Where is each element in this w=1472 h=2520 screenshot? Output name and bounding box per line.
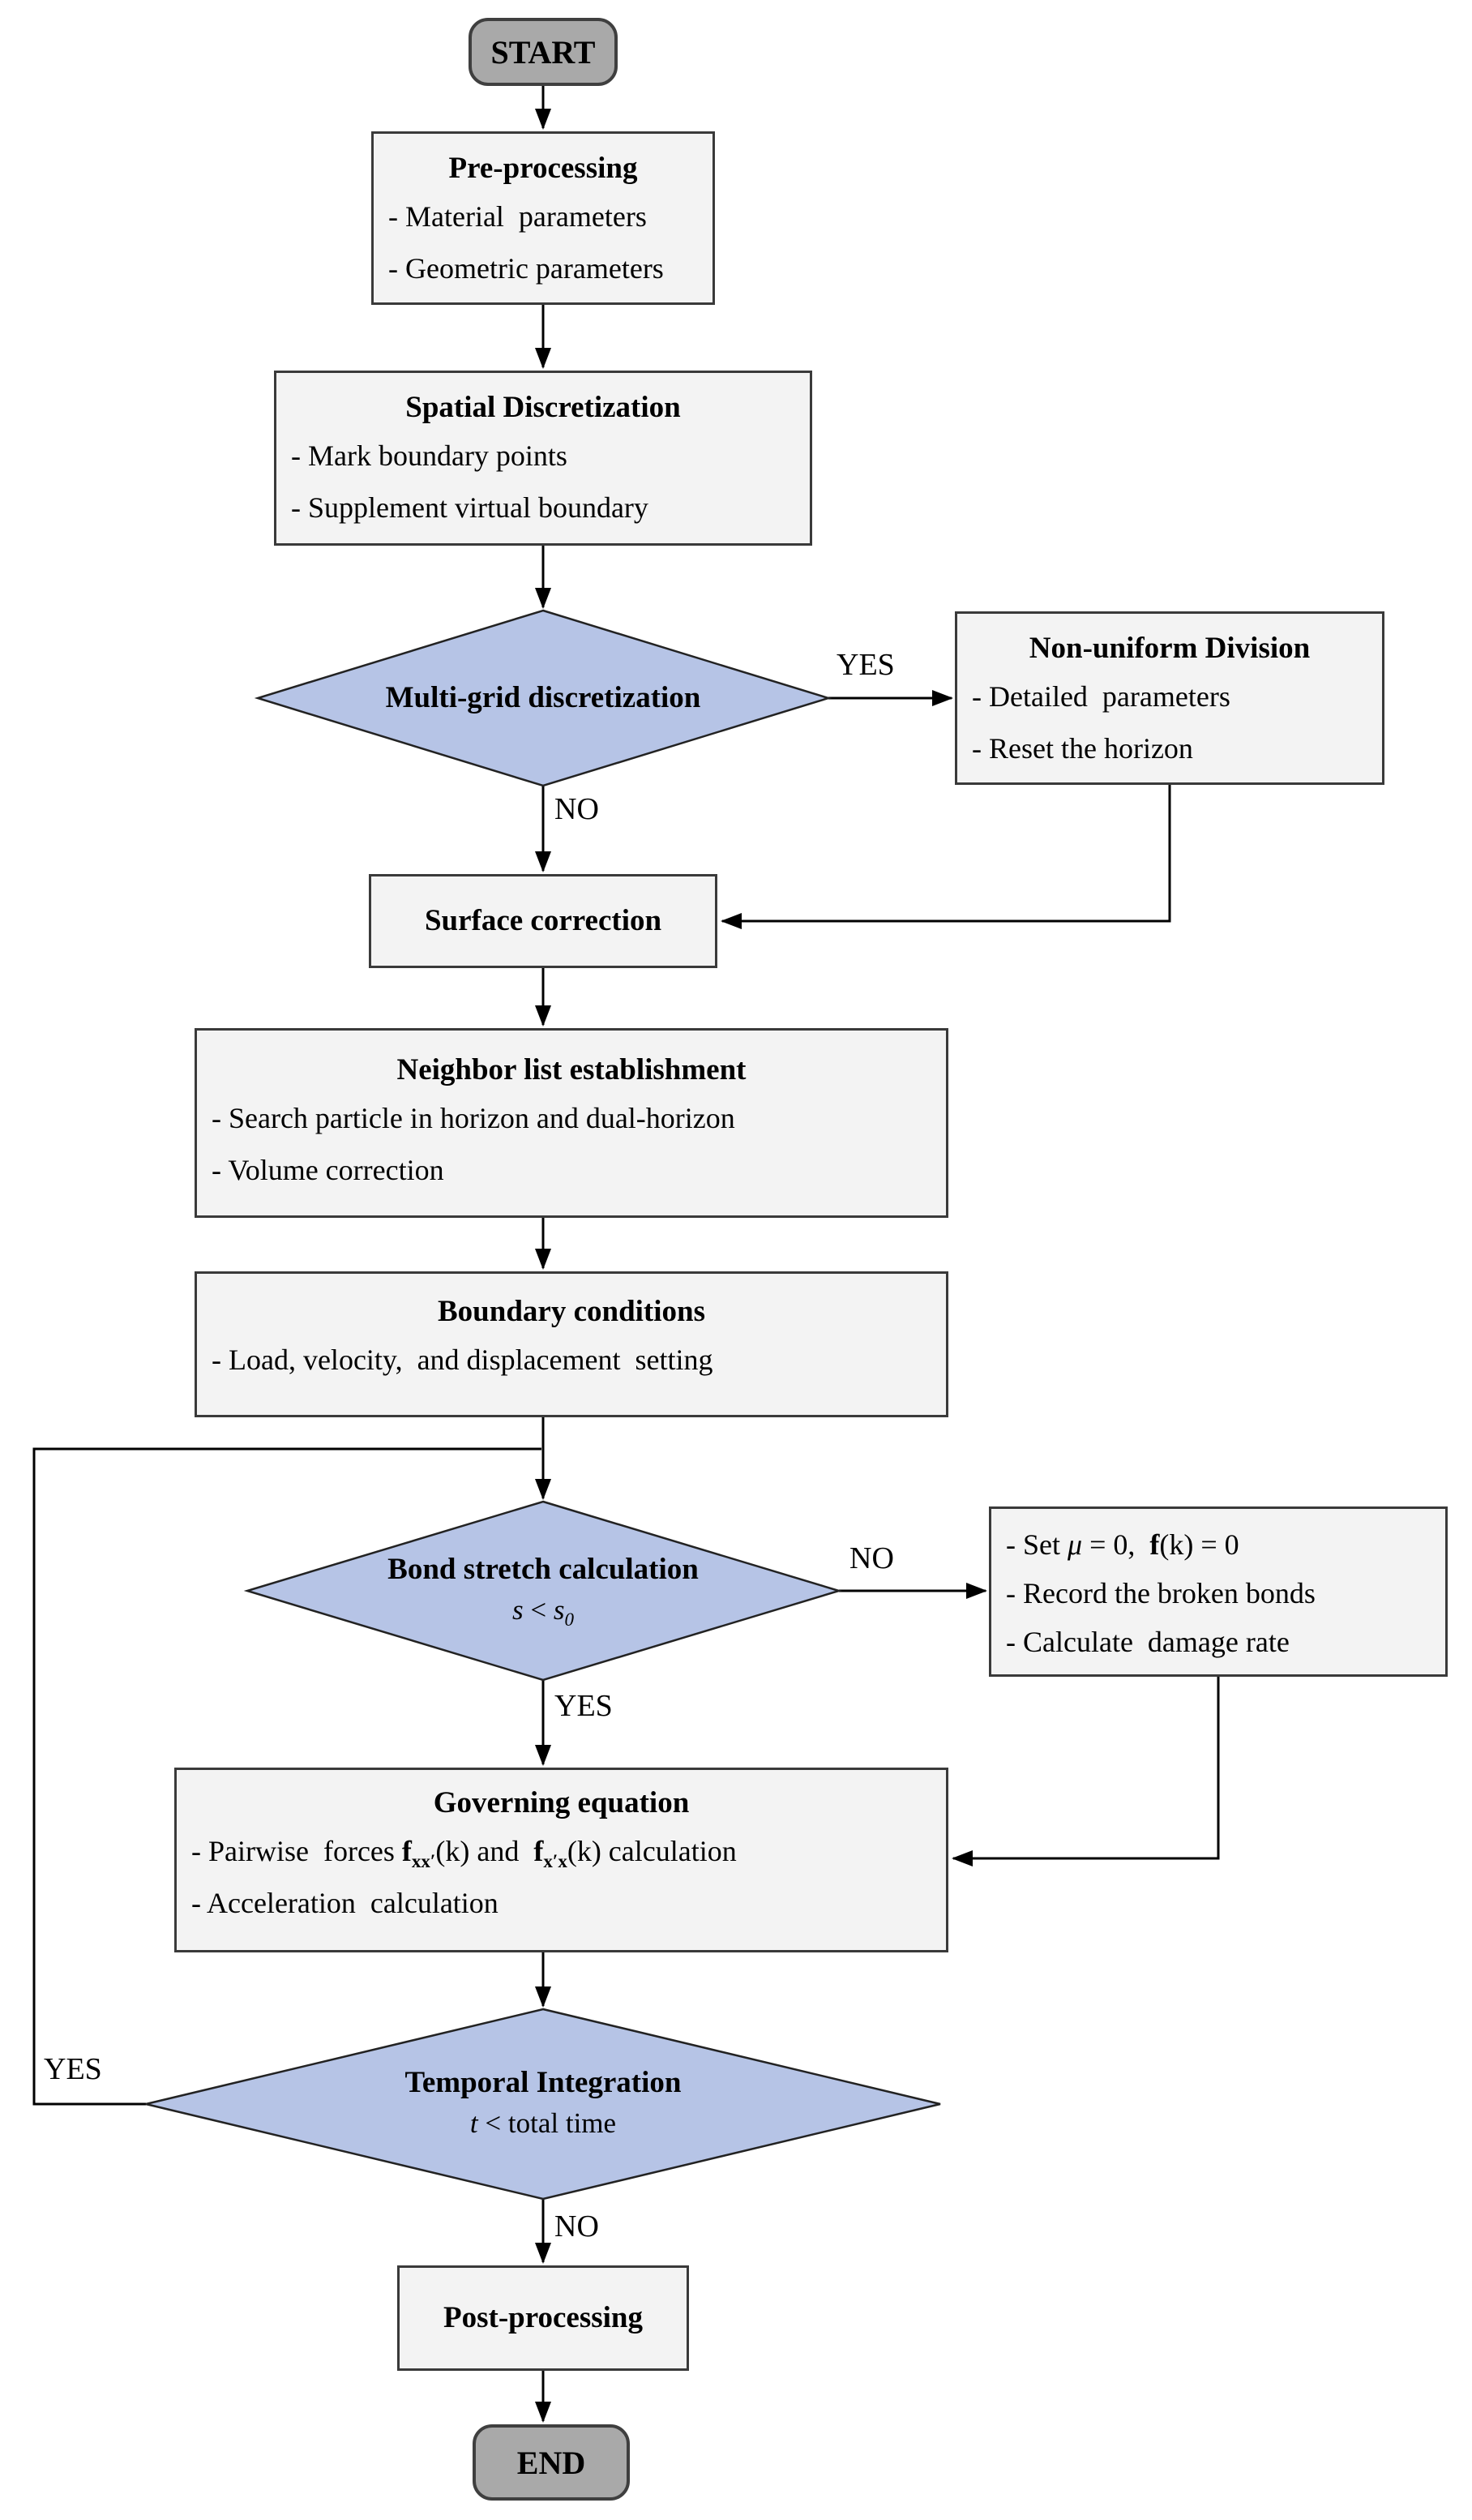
line-temporal-yes-loop	[32, 1447, 541, 2106]
arrow-nonuniform-to-surface	[721, 785, 1171, 929]
arrow-bondbreak-to-governing	[952, 1677, 1220, 1866]
nonuniform-division-box: Non-uniform Division - Detailed paramete…	[955, 611, 1384, 785]
boundary-title: Boundary conditions	[437, 1295, 706, 1328]
temporal-no-label: NO	[554, 2209, 599, 2244]
bond-break-item: - Calculate damage rate	[1006, 1626, 1290, 1658]
preprocessing-title: Pre-processing	[448, 152, 638, 185]
pairwise-text: - Pairwise forces	[191, 1835, 402, 1867]
multigrid-no-label: NO	[554, 792, 599, 826]
governing-title: Governing equation	[433, 1786, 690, 1819]
decision-multigrid-shape	[254, 609, 832, 787]
start-label: START	[490, 33, 596, 71]
surface-correction-box: Surface correction	[369, 874, 717, 968]
force-symbol: f	[401, 1835, 412, 1867]
spatial-title: Spatial Discretization	[405, 391, 681, 424]
preprocessing-item: - Geometric parameters	[388, 252, 664, 285]
temporal-yes-label: YES	[44, 2052, 102, 2086]
bond-break-item: - Record the broken bonds	[1006, 1577, 1316, 1609]
bond-break-set-item: - Set μ = 0, f(k) = 0	[991, 1520, 1445, 1569]
neighbor-item: - Search particle in horizon and dual-ho…	[212, 1102, 735, 1134]
force-symbol: f	[533, 1835, 544, 1867]
nonuniform-title: Non-uniform Division	[1029, 632, 1311, 665]
spatial-item: - Mark boundary points	[291, 439, 567, 472]
bond-break-box: - Set μ = 0, f(k) = 0 - Record the broke…	[989, 1506, 1448, 1677]
postprocessing-box: Post-processing	[397, 2265, 689, 2371]
governing-equation-box: Governing equation - Pairwise forces fxx…	[174, 1768, 948, 1952]
postprocessing-title: Post-processing	[443, 2301, 643, 2334]
force-symbol: f	[1149, 1528, 1160, 1561]
bondstretch-yes-label: YES	[554, 1689, 613, 1723]
preprocessing-box: Pre-processing - Material parameters - G…	[371, 131, 715, 305]
start-terminator: START	[469, 18, 618, 86]
nonuniform-item: - Detailed parameters	[972, 680, 1230, 713]
end-terminator: END	[473, 2424, 630, 2501]
set-text: (k) = 0	[1159, 1528, 1239, 1561]
governing-item: - Acceleration calculation	[191, 1887, 499, 1919]
force-subscript: x′x	[543, 1851, 567, 1872]
neighbor-list-box: Neighbor list establishment - Search par…	[195, 1028, 948, 1218]
boundary-item: - Load, velocity, and displacement setti…	[212, 1344, 713, 1376]
decision-bondstretch-shape	[243, 1500, 843, 1682]
governing-pairwise-item: - Pairwise forces fxx′(k) and fx′x(k) ca…	[177, 1825, 946, 1877]
multigrid-yes-label: YES	[837, 648, 895, 682]
pairwise-text: (k) calculation	[567, 1835, 737, 1867]
preprocessing-item: - Material parameters	[388, 200, 647, 233]
nonuniform-item: - Reset the horizon	[972, 732, 1193, 765]
mu-symbol: μ	[1068, 1528, 1083, 1561]
pairwise-text: (k) and	[435, 1835, 534, 1867]
spatial-item: - Supplement virtual boundary	[291, 491, 648, 524]
neighbor-title: Neighbor list establishment	[396, 1053, 747, 1086]
bondstretch-no-label: NO	[849, 1541, 894, 1575]
end-label: END	[516, 2444, 586, 2481]
neighbor-item: - Volume correction	[212, 1154, 444, 1186]
set-text: - Set	[1006, 1528, 1068, 1561]
surface-title: Surface correction	[424, 904, 662, 937]
set-text: = 0,	[1082, 1528, 1150, 1561]
force-subscript: xx′	[411, 1851, 436, 1872]
boundary-conditions-box: Boundary conditions - Load, velocity, an…	[195, 1271, 948, 1417]
decision-temporal-shape	[145, 2008, 941, 2201]
spatial-discretization-box: Spatial Discretization - Mark boundary p…	[274, 371, 812, 546]
